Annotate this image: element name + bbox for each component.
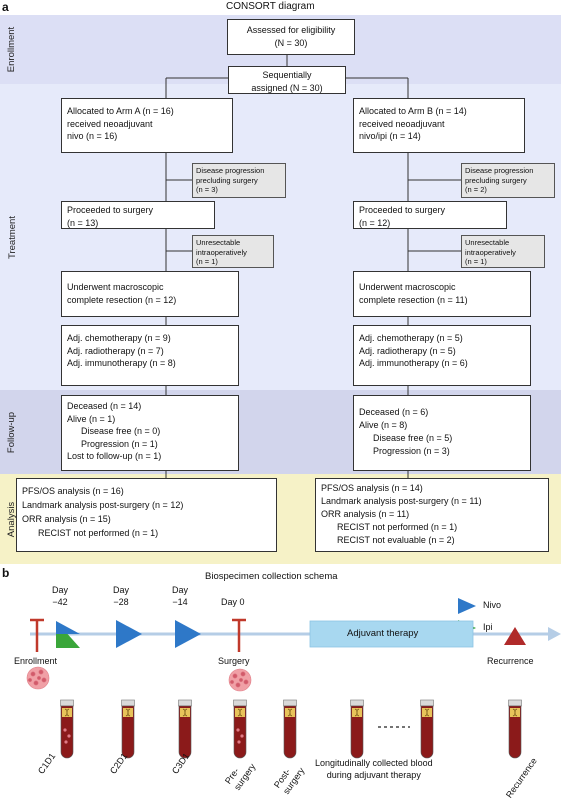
legend-ipi-label: Ipi (483, 622, 493, 632)
arm-b-progression-box: Disease progression precluding surgery (… (461, 163, 555, 198)
adjuvant-therapy-block (309, 620, 474, 648)
tube-adjuvant-1 (350, 699, 364, 759)
surgery-label: Surgery (218, 656, 250, 666)
consort-connectors (165, 55, 461, 478)
panel-b-letter: b (2, 566, 10, 580)
recurrence-event-label: Recurrence (487, 656, 534, 666)
day-minus-28-label: Day−28 (113, 585, 130, 607)
tube-c1d1 (60, 699, 74, 759)
recurrence-marker (504, 627, 526, 645)
arm-a-adjuvant-box: Adj. chemotherapy (n = 9) Adj. radiother… (61, 325, 239, 386)
cycle1-nivo-icon (56, 621, 80, 634)
longitudinal-label: Longitudinally collected blood during ad… (315, 758, 433, 780)
surgery-tumor-icon (228, 668, 252, 692)
arm-b-unresectable-box: Unresectable intraoperatively (n = 1) (461, 235, 545, 268)
arm-b-followup-box: Deceased (n = 6) Alive (n = 8) Disease f… (353, 395, 531, 471)
enrollment-marker (30, 618, 44, 652)
biospecimen-title: Biospecimen collection schema (205, 571, 338, 582)
tube-adjuvant-2 (420, 699, 434, 759)
arm-b-allocated-box: Allocated to Arm B (n = 14) received neo… (353, 98, 525, 153)
arm-a-followup-box: Deceased (n = 14) Alive (n = 1) Disease … (61, 395, 239, 471)
tube-recurrence (508, 699, 522, 759)
tube-c2d1 (121, 699, 135, 759)
day-minus-42-label: Day−42 (52, 585, 69, 607)
tube-c3d1 (178, 699, 192, 759)
enrollment-tumor-icon (26, 666, 50, 690)
arm-a-resection-box: Underwent macroscopic complete resection… (61, 271, 239, 317)
panel-a-letter: a (2, 0, 9, 14)
tube-post-surgery (283, 699, 297, 759)
enrollment-label-b: Enrollment (14, 656, 58, 666)
nivo-legend-icon (458, 598, 476, 614)
cycle2-nivo-icon (116, 620, 142, 648)
arm-a-progression-box: Disease progression precluding surgery (… (192, 163, 286, 198)
tube-pre-surgery (233, 699, 247, 759)
day-minus-14-label: Day−14 (172, 585, 189, 607)
arm-a-surgery-box: Proceeded to surgery (n = 13) (61, 201, 215, 229)
arm-a-unresectable-box: Unresectable intraoperatively (n = 1) (192, 235, 274, 268)
arm-b-adjuvant-box: Adj. chemotherapy (n = 5) Adj. radiother… (353, 325, 531, 386)
arm-a-analysis-box: PFS/OS analysis (n = 16) Landmark analys… (16, 478, 277, 552)
timeline-arrowhead (548, 627, 561, 641)
arm-b-surgery-box: Proceeded to surgery (n = 12) (353, 201, 507, 229)
surgery-marker (232, 618, 246, 652)
arm-a-allocated-box: Allocated to Arm A (n = 16) received neo… (61, 98, 233, 153)
eligibility-box: Assessed for eligibility (N = 30) (227, 19, 355, 55)
arm-b-resection-box: Underwent macroscopic complete resection… (353, 271, 531, 317)
consort-title: CONSORT diagram (226, 1, 315, 12)
day-0-label: Day 0 (221, 597, 245, 607)
assigned-box: Sequentially assigned (N = 30) (228, 66, 346, 94)
legend-nivo-label: Nivo (483, 600, 502, 610)
adjuvant-therapy-label: Adjuvant therapy (347, 628, 419, 639)
arm-b-analysis-box: PFS/OS analysis (n = 14) Landmark analys… (315, 478, 549, 552)
cycle3-nivo-icon (175, 620, 201, 648)
